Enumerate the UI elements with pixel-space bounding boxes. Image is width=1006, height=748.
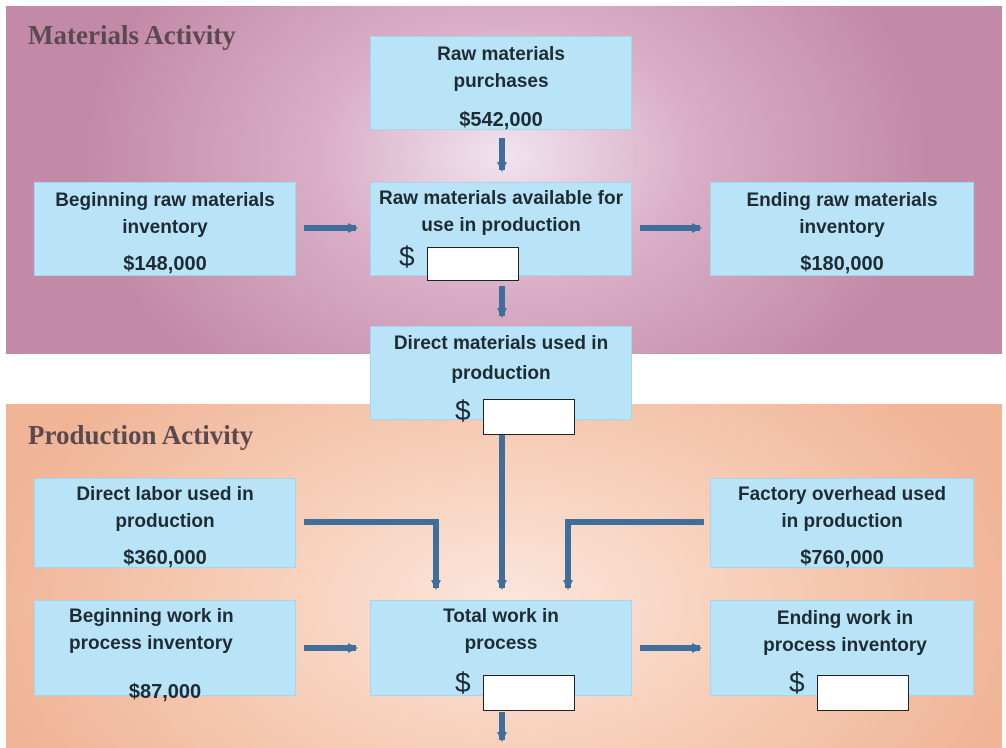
production-activity-title: Production Activity — [28, 420, 254, 450]
ending-wip-label: Ending work in process inventory — [763, 608, 927, 656]
total-wip-input[interactable] — [483, 675, 575, 711]
beginning-raw-materials-box: Beginning raw materials inventory $148,0… — [34, 182, 296, 276]
beginning-wip-label: Beginning work in process inventory — [69, 606, 234, 654]
direct-materials-used-currency: $ — [455, 395, 471, 426]
ending-wip-currency: $ — [789, 667, 805, 698]
raw-materials-available-currency: $ — [399, 241, 415, 272]
factory-overhead-amount: $760,000 — [800, 547, 884, 569]
ending-wip-box: Ending work in process inventory $ — [710, 600, 974, 711]
beginning-raw-materials-label: Beginning raw materials inventory — [55, 190, 275, 238]
beginning-wip-amount: $87,000 — [128, 681, 202, 703]
raw-materials-purchases-box: Raw materials purchases $542,000 — [370, 36, 632, 131]
direct-labor-box: Direct labor used in production $360,000 — [34, 478, 296, 569]
raw-materials-purchases-amount: $542,000 — [459, 109, 543, 131]
total-wip-box: Total work in process $ — [370, 600, 632, 711]
ending-wip-input[interactable] — [817, 675, 909, 711]
raw-materials-purchases-label: Raw materials purchases — [437, 44, 565, 92]
direct-labor-label: Direct labor used in production — [76, 484, 254, 532]
beginning-wip-box: Beginning work in process inventory $87,… — [34, 600, 296, 703]
raw-materials-available-input[interactable] — [427, 247, 519, 281]
factory-overhead-box: Factory overhead used in production $760… — [710, 478, 974, 569]
arrow-labor-to-total — [304, 519, 441, 590]
direct-materials-used-label: Direct materials used in production — [393, 333, 609, 384]
total-wip-label: Total work in process — [443, 606, 559, 654]
ending-raw-materials-box: Ending raw materials inventory $180,000 — [710, 182, 974, 276]
raw-materials-available-box: Raw materials available for use in produ… — [370, 182, 632, 281]
beginning-raw-materials-amount: $148,000 — [123, 253, 207, 275]
direct-materials-used-box: Direct materials used in production $ — [370, 326, 632, 435]
direct-labor-amount: $360,000 — [123, 547, 207, 569]
materials-activity-title: Materials Activity — [28, 20, 236, 50]
factory-overhead-label: Factory overhead used in production — [737, 484, 947, 532]
direct-materials-used-input[interactable] — [483, 399, 575, 435]
ending-raw-materials-label: Ending raw materials inventory — [746, 190, 938, 238]
total-wip-currency: $ — [455, 667, 471, 698]
ending-raw-materials-amount: $180,000 — [800, 253, 884, 275]
arrow-overhead-to-total — [563, 519, 704, 590]
raw-materials-available-label: Raw materials available for use in produ… — [379, 188, 623, 236]
